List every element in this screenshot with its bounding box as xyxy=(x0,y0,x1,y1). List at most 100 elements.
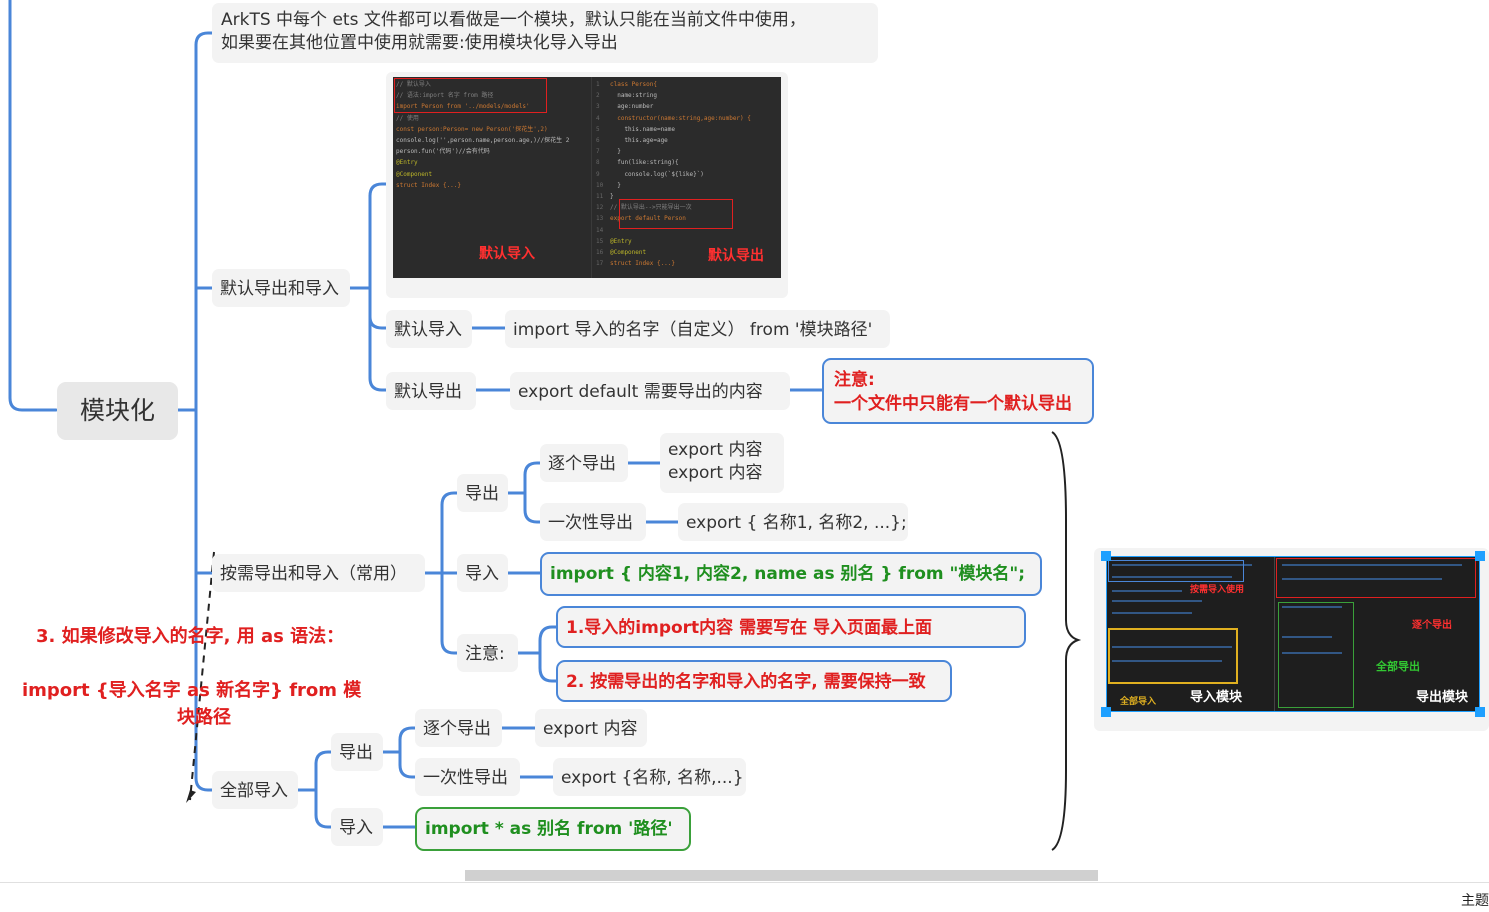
ondemand-each-export-syntax-node[interactable]: export 内容 export 内容 xyxy=(660,433,784,493)
ondemand-each-export-node[interactable]: 逐个导出 xyxy=(540,444,628,482)
code-line: console.log('',person.name,person.age,)/… xyxy=(396,135,586,146)
shot2-import-box xyxy=(1108,628,1238,684)
code-text: @Component xyxy=(610,249,647,257)
code-text: // 使用 xyxy=(396,114,419,122)
default-import-caption: 默认导入 xyxy=(479,246,535,262)
all-once-export-label: 一次性导出 xyxy=(423,768,508,788)
all-export-node[interactable]: 导出 xyxy=(331,733,383,771)
horizontal-scrollbar[interactable] xyxy=(465,870,1098,881)
code-text: @Entry xyxy=(396,159,418,167)
ondemand-export-node[interactable]: 导出 xyxy=(457,474,508,512)
shot2-code-line xyxy=(1282,564,1462,566)
ondemand-import-node[interactable]: 导入 xyxy=(457,554,508,592)
all-each-export-node[interactable]: 逐个导出 xyxy=(415,709,502,747)
line-number: 8 xyxy=(596,159,600,167)
ondemand-once-export-node[interactable]: 一次性导出 xyxy=(540,503,646,541)
shot2-all-export-box xyxy=(1278,602,1354,708)
code-text: } xyxy=(610,181,621,189)
line-number: 12 xyxy=(596,204,604,212)
shot2-code-line xyxy=(1112,660,1222,662)
code-line: 10 } xyxy=(596,180,781,191)
all-import-syntax-node[interactable]: import * as 别名 from '路径' xyxy=(415,807,691,851)
all-each-export-syntax-node[interactable]: export 内容 xyxy=(535,709,647,747)
shot2-code-line xyxy=(1282,636,1332,638)
ondemand-import-syntax: import { 内容1, 内容2, name as 别名 } from "模块… xyxy=(550,564,1026,584)
ondemand-once-export-label: 一次性导出 xyxy=(548,513,633,533)
code-line: 15@Entry xyxy=(596,236,781,247)
code-text: // 默认导出-->只能导出一次 xyxy=(610,204,692,212)
intro-node[interactable]: ArkTS 中每个 ets 文件都可以看做是一个模块，默认只能在当前文件中使用，… xyxy=(212,3,878,63)
resize-handle-top-right[interactable] xyxy=(1475,551,1485,561)
all-once-export-node[interactable]: 一次性导出 xyxy=(415,758,520,796)
shot2-import-top-box xyxy=(1108,560,1244,582)
code-line: 14 xyxy=(596,225,781,236)
all-import-node[interactable]: 导入 xyxy=(331,808,383,846)
default-import-node[interactable]: 默认导入 xyxy=(386,310,472,348)
ondemand-import-syntax-node[interactable]: import { 内容1, 内容2, name as 别名 } from "模块… xyxy=(540,552,1042,596)
code-text: console.log(`${like}`) xyxy=(610,170,704,178)
root-node[interactable]: 模块化 xyxy=(57,382,178,440)
code-text: name:string xyxy=(610,92,657,100)
all-once-export-syntax-node[interactable]: export {名称, 名称,...} xyxy=(553,758,746,796)
shot2-code-line xyxy=(1112,600,1202,602)
ondemand-once-export-syntax-node[interactable]: export { 名称1, 名称2, ...}; xyxy=(678,503,908,541)
default-section-node[interactable]: 默认导出和导入 xyxy=(212,269,350,307)
resize-handle-bottom-right[interactable] xyxy=(1475,707,1485,717)
code-line: const person:Person= new Person('探花生',2) xyxy=(396,124,586,135)
shot2-tag-import: 按需导入使用 xyxy=(1190,585,1245,595)
code-text: age:number xyxy=(610,103,654,111)
code-text: // 默认导入 xyxy=(396,81,431,88)
status-divider xyxy=(0,882,1489,883)
line-number: 1 xyxy=(596,81,600,88)
code-line: import Person from '../models/models' xyxy=(396,101,586,112)
code-line: 5 this.name=name xyxy=(596,124,781,135)
line-number: 10 xyxy=(596,181,604,189)
default-note-node[interactable]: 注意: 一个文件中只能有一个默认导出 xyxy=(822,358,1094,424)
default-export-syntax-node[interactable]: export default 需要导出的内容 xyxy=(510,372,790,410)
as-syntax-note-line-1: 3. 如果修改导入的名字, 用 as 语法： xyxy=(36,626,345,647)
ondemand-import-label: 导入 xyxy=(465,564,499,584)
default-export-label: 默认导出 xyxy=(394,382,462,402)
resize-handle-bottom-left[interactable] xyxy=(1101,707,1111,717)
ondemand-note-1: 1.导入的import内容 需要写在 导入页面最上面 xyxy=(566,618,933,638)
default-import-syntax-node[interactable]: import 导入的名字（自定义） from '模块路径' xyxy=(505,310,890,348)
as-syntax-note-line-2: import {导入名字 as 新名字} from 模 xyxy=(22,680,362,701)
ondemand-note-1-node[interactable]: 1.导入的import内容 需要写在 导入页面最上面 xyxy=(556,606,1026,648)
selection-outline xyxy=(1106,556,1480,712)
ondemand-note-label: 注意: xyxy=(465,644,505,664)
ondemand-each-export-line-1: export 内容 xyxy=(668,440,763,460)
all-section-node[interactable]: 全部导入 xyxy=(212,771,298,809)
export-highlight-box xyxy=(619,199,733,229)
ondemand-section-node[interactable]: 按需导出和导入（常用） xyxy=(212,554,425,592)
code-line: 11} xyxy=(596,191,781,202)
code-line: // 使用 xyxy=(396,113,586,124)
shot2-tag-all: 全部导出 xyxy=(1376,660,1420,673)
code-line: 7 } xyxy=(596,146,781,157)
ondemand-export-label: 导出 xyxy=(465,484,499,504)
line-number: 4 xyxy=(596,114,600,122)
ondemand-note-node[interactable]: 注意: xyxy=(457,634,518,672)
shot2-each-export-box xyxy=(1276,558,1476,598)
line-number: 11 xyxy=(596,193,604,201)
code-text: export default Person xyxy=(610,215,686,223)
line-number: 15 xyxy=(596,237,604,245)
all-export-label: 导出 xyxy=(339,743,373,763)
import-highlight-box xyxy=(394,78,547,113)
ondemand-note-2-node[interactable]: 2. 按需导出的名字和导入的名字, 需要保持一致 xyxy=(556,660,952,702)
ondemand-once-export-syntax: export { 名称1, 名称2, ...}; xyxy=(686,513,907,533)
code-line: 8 fun(like:string){ xyxy=(596,157,781,168)
default-note-text: 一个文件中只能有一个默认导出 xyxy=(834,394,1072,414)
all-once-export-syntax: export {名称, 名称,...} xyxy=(561,768,744,788)
code-line: 6 this.age=age xyxy=(596,135,781,146)
shot2-code-line xyxy=(1282,578,1442,580)
default-export-node[interactable]: 默认导出 xyxy=(386,372,476,410)
shot2-code-line xyxy=(1112,612,1192,614)
code-line: 4 constructor(name:string,age:number) { xyxy=(596,113,781,124)
as-syntax-note-line-3: 块路径 xyxy=(177,707,231,728)
shot2-code-line xyxy=(1112,564,1252,566)
theme-label[interactable]: 主题 xyxy=(1461,893,1489,909)
code-text: person.fun('代码')//会有代码 xyxy=(396,148,490,156)
